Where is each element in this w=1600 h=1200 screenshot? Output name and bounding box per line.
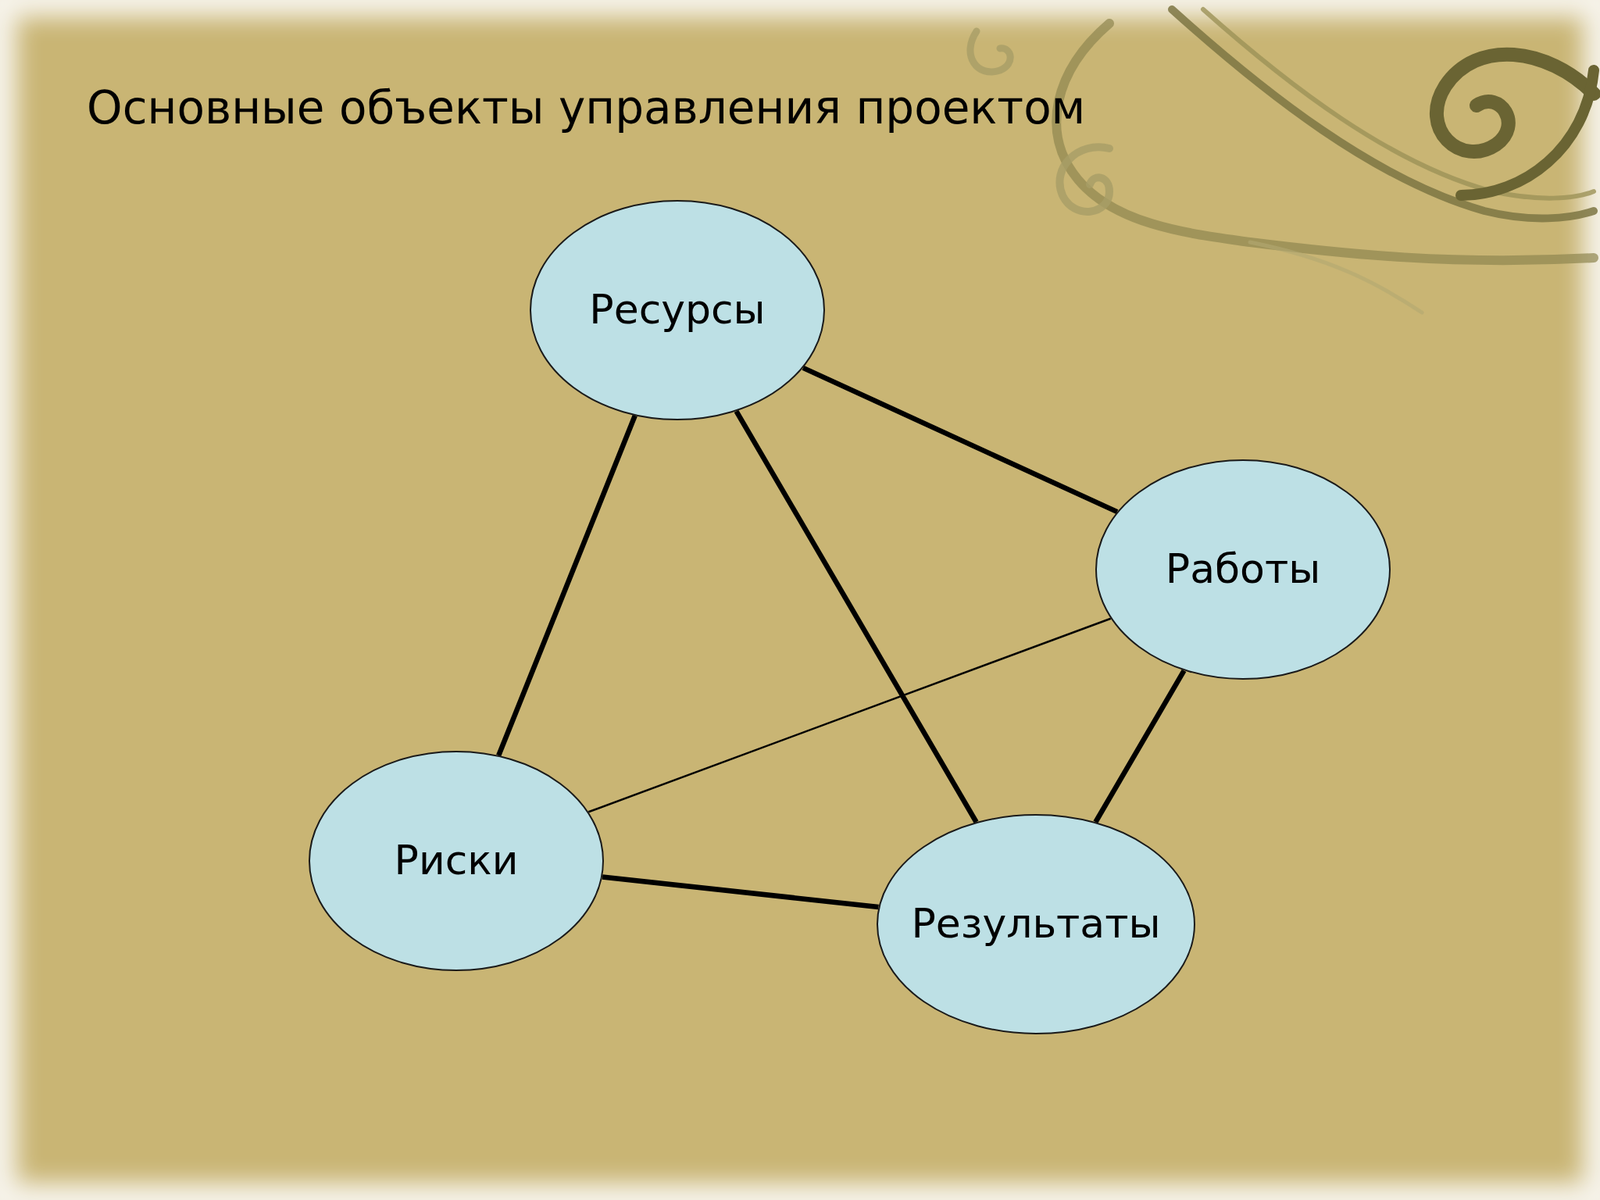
ellipse-node: Ресурсы — [529, 200, 825, 421]
connector-line — [498, 415, 636, 756]
ellipse-node: Работы — [1095, 459, 1391, 680]
node-label: Ресурсы — [589, 286, 765, 334]
connector-line — [1095, 670, 1184, 822]
connector-line — [602, 876, 879, 908]
connector-line — [803, 367, 1118, 512]
connector-line — [735, 410, 976, 822]
node-label: Результаты — [910, 900, 1161, 948]
node-label: Риски — [394, 837, 519, 885]
connector-line — [588, 618, 1111, 813]
slide-title: Основные объекты управления проектом — [86, 81, 1086, 136]
ellipse-node: Результаты — [876, 814, 1196, 1035]
node-label: Работы — [1165, 546, 1321, 593]
ellipse-node: Риски — [308, 750, 604, 972]
